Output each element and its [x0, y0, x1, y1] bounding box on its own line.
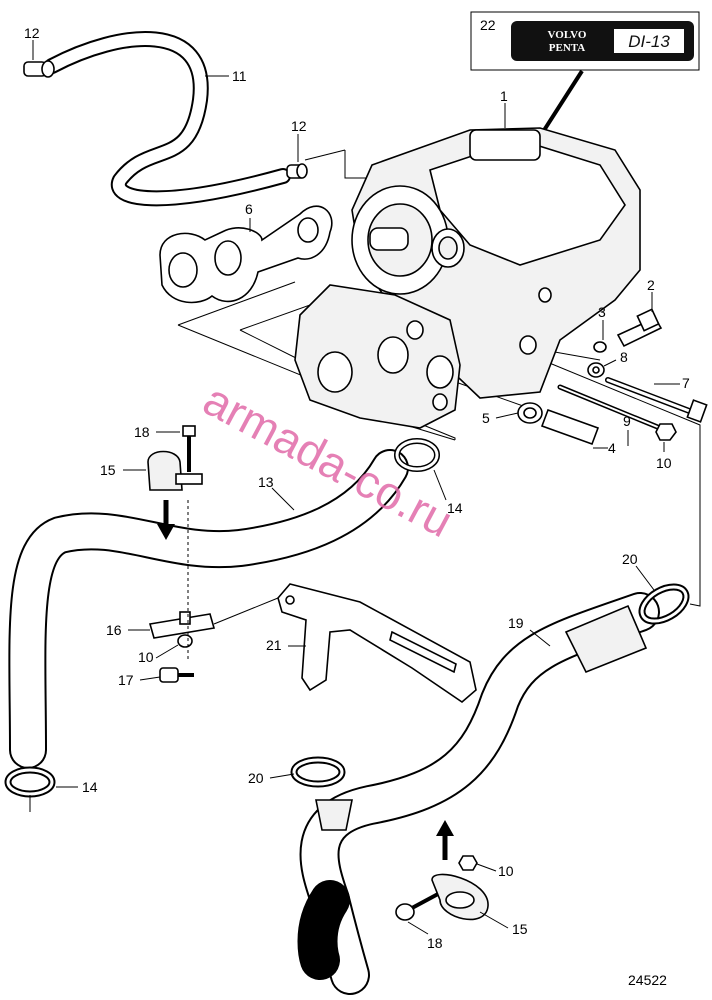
callout-10: 10	[498, 863, 514, 879]
part-15-clip-top	[147, 450, 203, 491]
callout-14: 14	[447, 500, 463, 516]
callout-20: 20	[248, 770, 264, 786]
callout-5: 5	[482, 410, 490, 426]
part-6-gasket	[159, 205, 333, 304]
callout-6: 6	[245, 201, 253, 217]
part-7-bolt	[605, 377, 708, 423]
callout-labels: 12 11 12 6 1 22 2 3 8 7 5 4 9 10 18 15 1…	[24, 17, 690, 988]
callout-15: 15	[512, 921, 528, 937]
part-19-elbow-end	[315, 799, 353, 831]
part-2-sensor	[616, 308, 663, 348]
part-14-clamp-bottom	[4, 766, 56, 798]
logo-brand-volvo: VOLVO	[548, 29, 587, 41]
callout-18: 18	[134, 424, 150, 440]
callout-17: 17	[118, 672, 134, 688]
callout-12: 12	[24, 25, 40, 41]
part-19-sleeve	[564, 604, 648, 674]
callout-15: 15	[100, 462, 116, 478]
part-11-hose	[44, 31, 291, 207]
callout-13: 13	[258, 474, 274, 490]
part-9-stud	[557, 384, 663, 431]
part-18-bolt-top	[182, 425, 196, 472]
callout-18: 18	[427, 935, 443, 951]
callout-9: 9	[623, 413, 631, 429]
callout-11: 11	[232, 68, 247, 84]
callout-8: 8	[620, 349, 628, 365]
direction-arrow-top	[157, 500, 175, 540]
part-5-washer	[517, 402, 543, 424]
part-10-nut-a	[655, 423, 677, 441]
logo-brand-penta: PENTA	[549, 42, 586, 54]
part-18-bolt-bottom	[395, 892, 439, 921]
part-10-nut-b	[177, 634, 193, 648]
part-12-clip-top	[23, 60, 55, 78]
direction-arrow-bottom	[436, 820, 454, 860]
callout-1: 1	[500, 88, 508, 104]
part-12-clip-mid	[286, 163, 308, 179]
callout-12: 12	[291, 118, 307, 134]
part-13-hose	[8, 449, 409, 769]
callout-22: 22	[480, 17, 496, 33]
part-3-washer	[593, 341, 607, 353]
callout-21: 21	[266, 637, 282, 653]
part-20-clamp-bottom	[290, 756, 346, 788]
callout-7: 7	[682, 375, 690, 391]
part-8-washer	[587, 362, 605, 378]
callout-10: 10	[656, 455, 672, 471]
callout-20: 20	[622, 551, 638, 567]
part-21-bracket	[277, 583, 477, 704]
part-17-bolt	[159, 667, 194, 683]
part-19-hose	[297, 592, 660, 995]
leader-lines	[29, 40, 680, 935]
callout-2: 2	[647, 277, 655, 293]
callout-14: 14	[82, 779, 98, 795]
part-4-sensor	[540, 408, 600, 446]
callout-4: 4	[608, 440, 616, 456]
callout-3: 3	[598, 304, 606, 320]
callout-16: 16	[106, 622, 122, 638]
part-1-cover-block	[294, 284, 461, 429]
callout-10: 10	[138, 649, 154, 665]
drawing-number: 24522	[628, 972, 667, 988]
callout-19: 19	[508, 615, 524, 631]
part-16-bracket	[148, 611, 216, 639]
part-20-clamp-right	[638, 583, 690, 625]
part-10-nut-c	[458, 855, 478, 871]
part-14-clamp-top	[394, 438, 440, 472]
part-15-clip-bottom	[431, 873, 489, 921]
logo-model: DI-13	[628, 32, 670, 51]
